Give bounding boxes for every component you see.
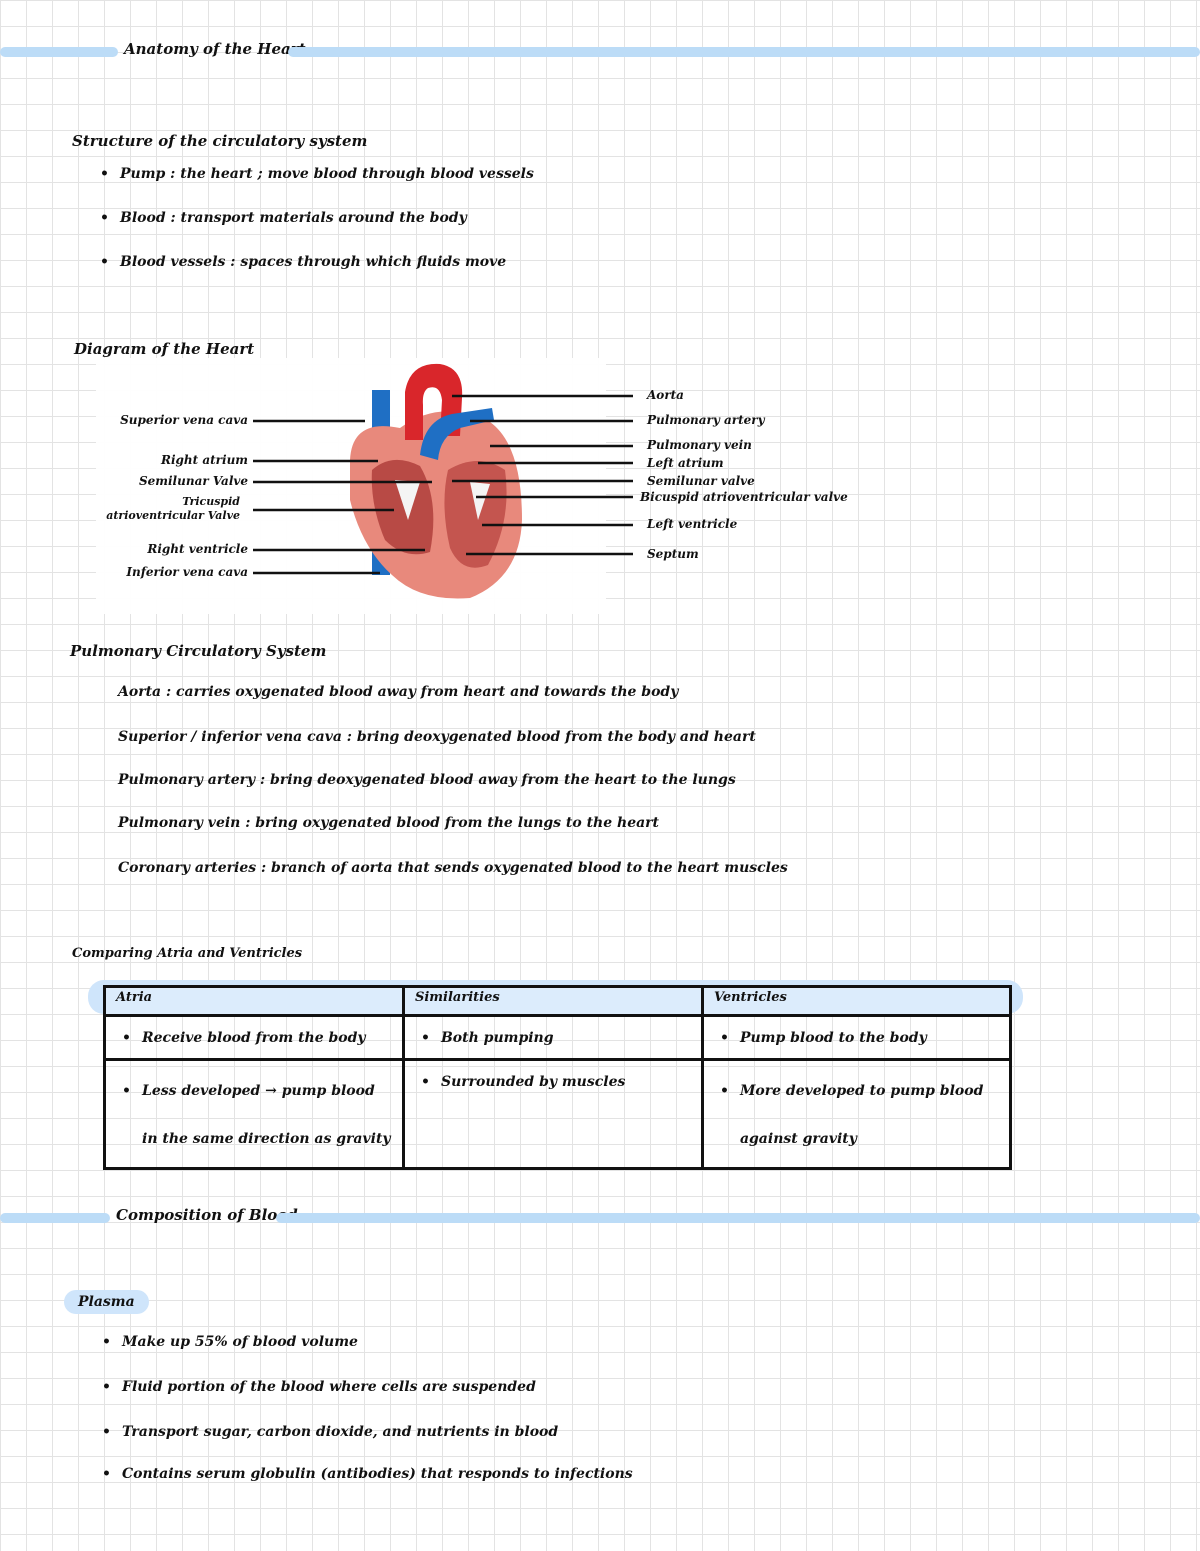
column-header-atria: Atria [103,985,405,1017]
section-title-blood: Composition of Blood [116,1206,298,1224]
label-septum: Septum [647,547,699,561]
section-divider [288,47,1200,57]
cell-text: Pump blood to the body [720,1023,1001,1053]
table-cell: More developed to pump blood against gra… [700,1058,1013,1170]
cell-text: Both pumping [421,1023,693,1053]
list-item: Make up 55% of blood volume [100,1334,633,1379]
pulmonary-heading: Pulmonary Circulatory System [70,642,327,660]
section-divider [276,1213,1200,1223]
table-header-row: Atria Similarities Ventricles [103,985,1013,1017]
label-tricuspid-valve: Tricuspid atrioventricular Valve [106,495,240,522]
cell-text: Surrounded by muscles [421,1067,693,1097]
label-aorta: Aorta [647,388,684,402]
column-header-ventricles: Ventricles [700,985,1013,1017]
list-item: Coronary arteries : branch of aorta that… [118,860,788,876]
pulmonary-list: Aorta : carries oxygenated blood away fr… [118,684,788,900]
comparison-table: Atria Similarities Ventricles Receive bl… [103,985,1013,1170]
heart-drawing [350,363,522,599]
table-row: Receive blood from the body Both pumping… [103,1014,1013,1061]
list-item: Blood vessels : spaces through which flu… [98,254,534,298]
cell-text: Receive blood from the body [122,1023,394,1053]
plasma-list: Make up 55% of blood volume Fluid portio… [100,1334,633,1506]
valve [470,482,490,520]
cell-text: More developed to pump blood against gra… [720,1067,1001,1163]
heart-illustration [253,363,633,599]
section-bar-blood: Composition of Blood [0,1201,1200,1235]
column-header-similarities: Similarities [401,985,704,1017]
label-inferior-vena-cava: Inferior vena cava [126,565,248,579]
table-cell: Receive blood from the body [103,1014,405,1061]
table-cell: Surrounded by muscles [401,1058,704,1170]
table-row: Less developed → pump blood in the same … [103,1058,1013,1170]
section-divider [0,1213,110,1223]
table-cell: Both pumping [401,1014,704,1061]
label-bicuspid-valve: Bicuspid atrioventricular valve [640,490,848,504]
label-left-ventricle: Left ventricle [647,517,738,531]
comparison-heading: Comparing Atria and Ventricles [72,946,303,961]
valve [395,480,420,520]
circulatory-list: Pump : the heart ; move blood through bl… [98,166,534,298]
left-ventricle-chamber [444,461,507,568]
list-item: Pulmonary vein : bring oxygenated blood … [118,815,660,831]
section-divider [0,47,118,57]
label-leader-lines [253,394,633,575]
circulatory-heading: Structure of the circulatory system [72,132,368,150]
table-cell: Less developed → pump blood in the same … [103,1058,405,1170]
list-item: Pump : the heart ; move blood through bl… [98,166,534,210]
list-item: Pulmonary artery : bring deoxygenated bl… [118,772,736,788]
list-item: Contains serum globulin (antibodies) tha… [100,1466,633,1506]
list-item: Blood : transport materials around the b… [98,210,534,254]
diagram-heading: Diagram of the Heart [74,340,255,358]
section-bar-heart: Anatomy of the Heart [0,35,1200,69]
label-left-atrium: Left atrium [647,456,724,470]
list-item: Aorta : carries oxygenated blood away fr… [118,684,679,700]
label-pulmonary-artery: Pulmonary artery [647,413,765,427]
label-right-ventricle: Right ventricle [147,542,248,556]
label-pulmonary-vein: Pulmonary vein [647,438,752,452]
section-title-heart: Anatomy of the Heart [124,40,306,58]
label-right-atrium: Right atrium [161,453,248,467]
label-semilunar-valve-right: Semilunar valve [647,474,755,488]
plasma-label: Plasma [64,1290,149,1314]
cell-text: Less developed → pump blood in the same … [122,1067,394,1163]
label-semilunar-valve-left: Semilunar Valve [139,474,248,488]
list-item: Fluid portion of the blood where cells a… [100,1379,633,1424]
label-superior-vena-cava: Superior vena cava [120,413,248,427]
list-item: Superior / inferior vena cava : bring de… [118,729,756,745]
table-cell: Pump blood to the body [700,1014,1013,1061]
list-item: Transport sugar, carbon dioxide, and nut… [100,1424,633,1466]
